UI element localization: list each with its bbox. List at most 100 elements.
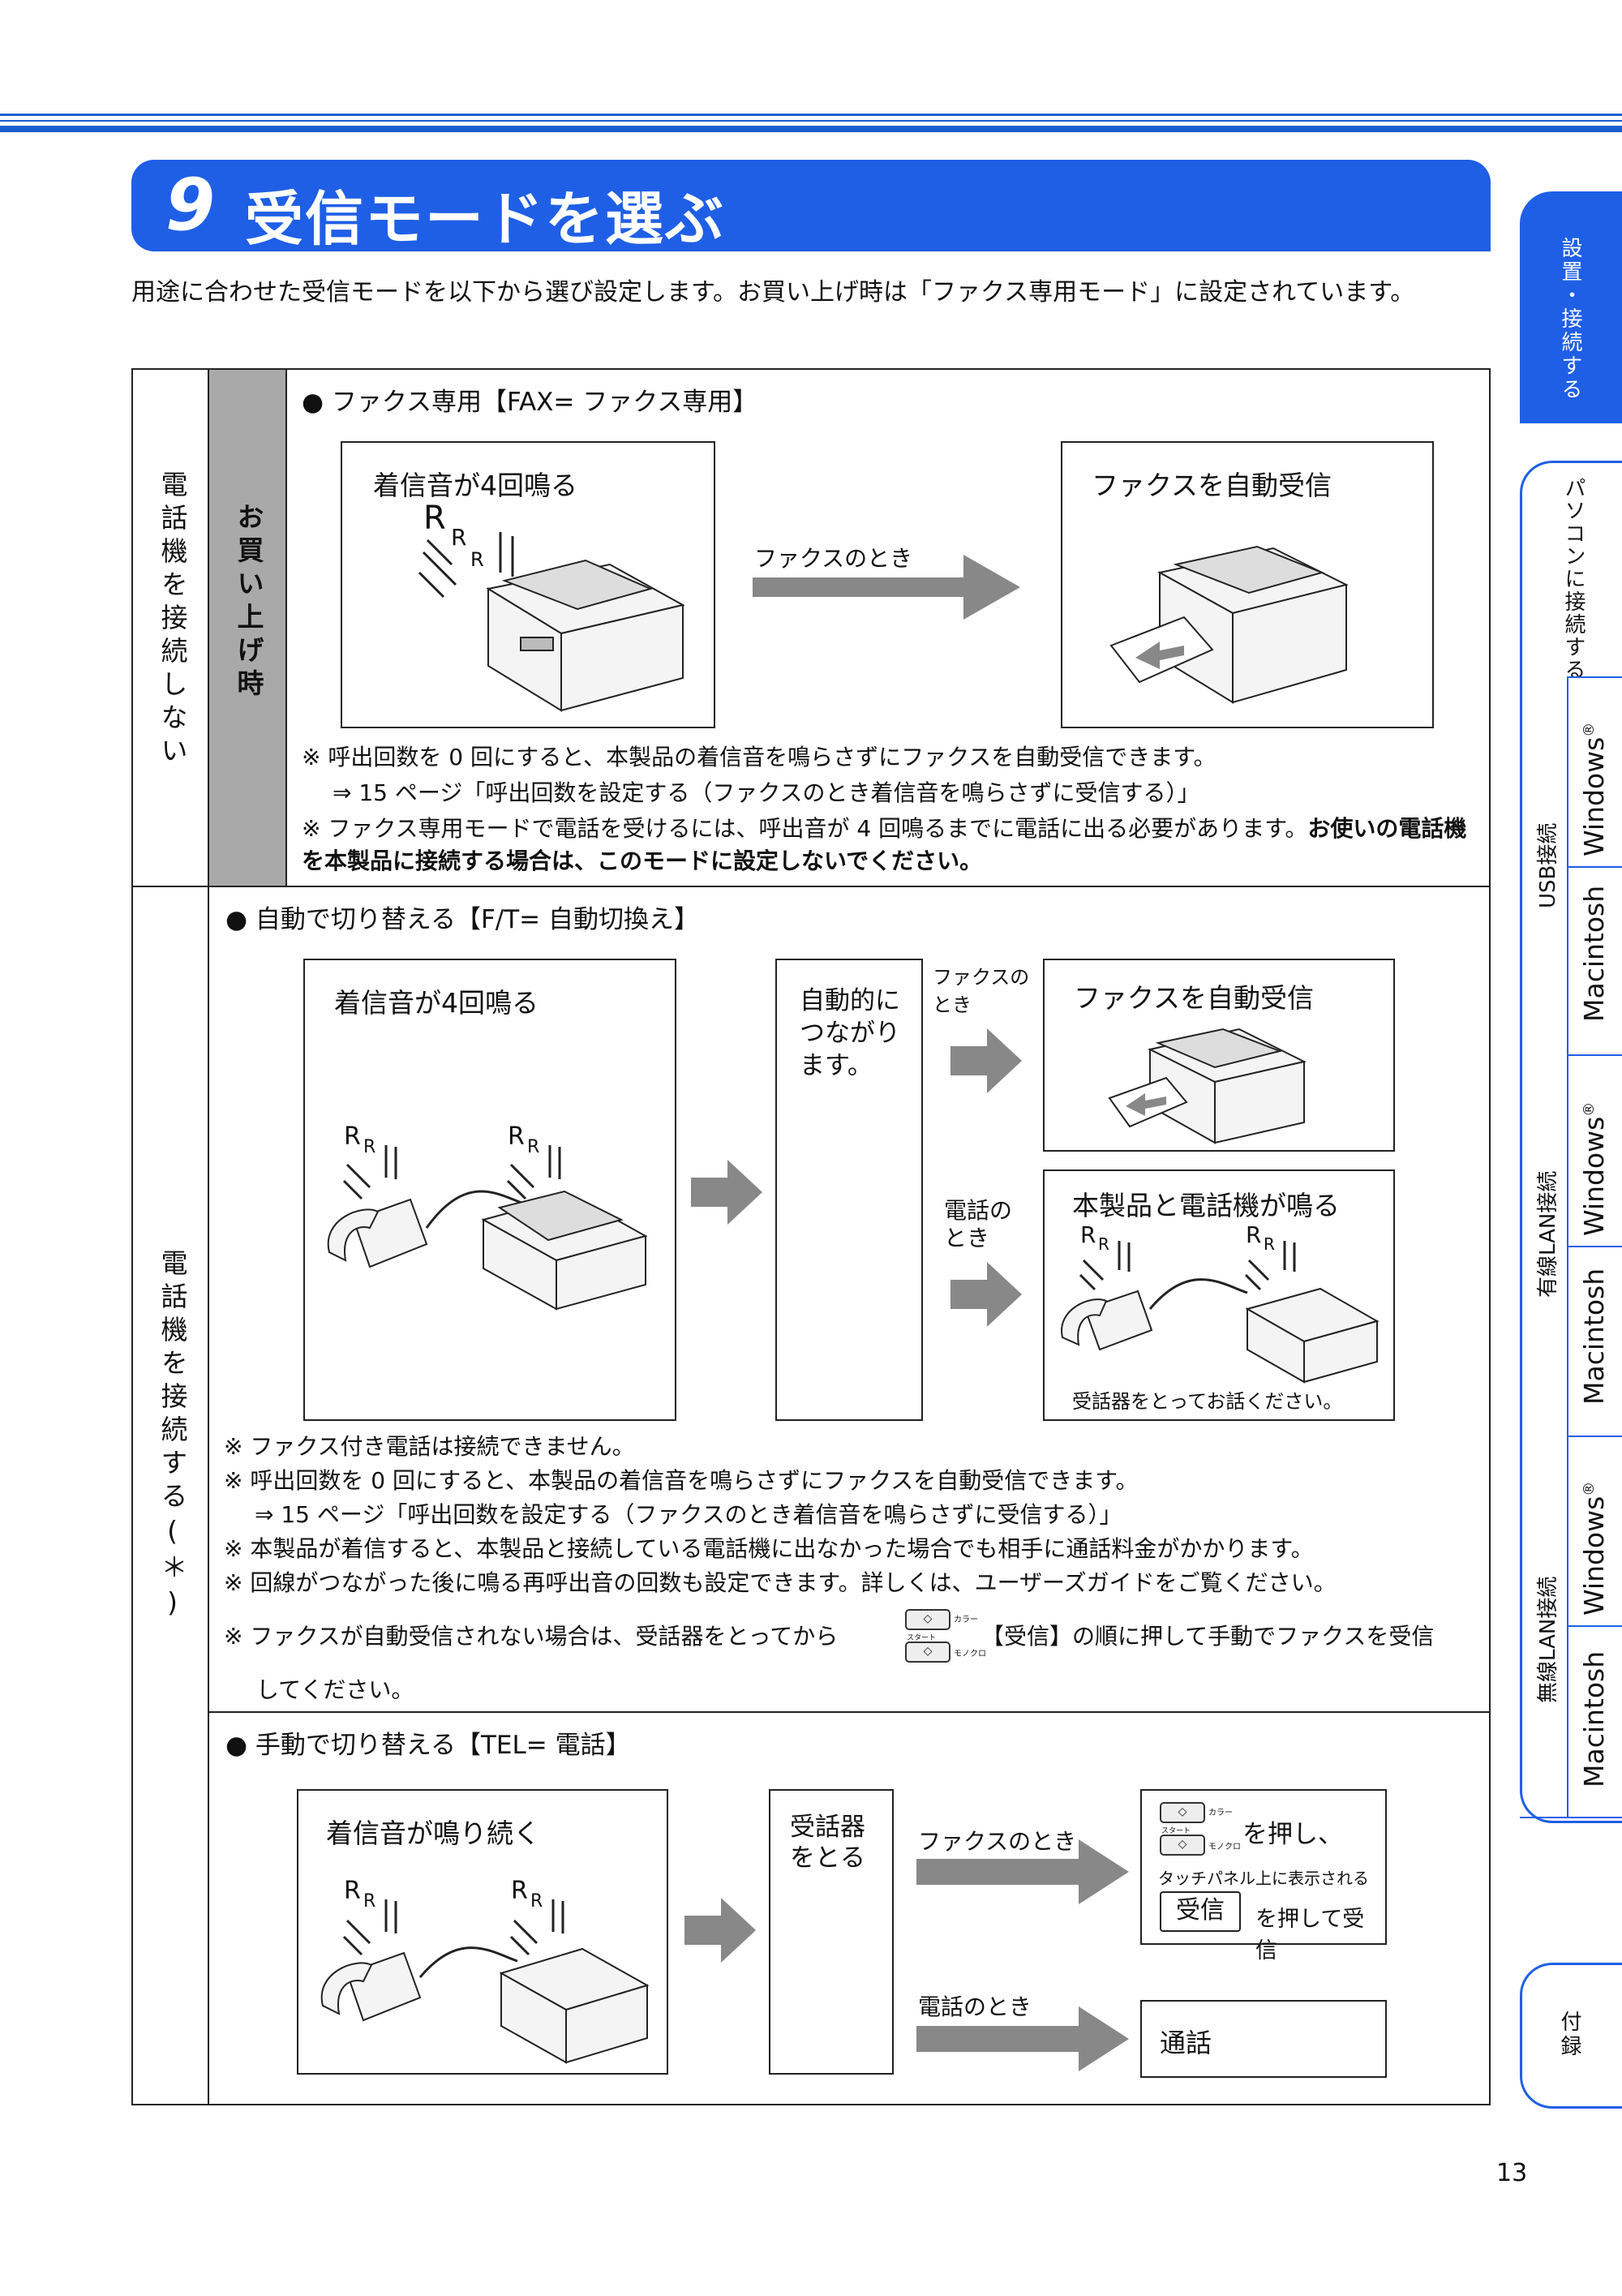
- tab-divider: [1567, 678, 1568, 1817]
- ring-label: 着信音が4回鳴る: [373, 470, 577, 501]
- manual-fax-box: ◇ スタート ◇ カラー モノクロ を押し、 タッチパネル上に表示される 受信 …: [1140, 1789, 1387, 1963]
- auto-link[interactable]: ⇒ 15 ページ「呼出回数を設定する（ファクスのとき着信音を鳴らさずに受信する）…: [255, 1501, 1122, 1528]
- ring-icon: R: [511, 1877, 528, 1905]
- auto-note: ※ 回線がつながった後に鳴る再呼出音の回数も設定できます。詳しくは、ユーザーズガ…: [224, 1569, 1337, 1596]
- tab-wireless-mac[interactable]: Macintosh: [1578, 1650, 1610, 1787]
- ring-icon: R: [527, 1137, 540, 1157]
- ring-icon: R: [451, 524, 467, 551]
- tab-appendix[interactable]: 付録: [1520, 1963, 1622, 2109]
- fax-machine-illustration: [1108, 1028, 1307, 1144]
- arrow-right-icon: [753, 555, 1020, 620]
- ring-icon: R: [1264, 1234, 1275, 1254]
- label-no-phone: 電話機を接続しない: [157, 470, 188, 770]
- ring-icon: R: [530, 1891, 543, 1912]
- when-phone-label: 電話のとき: [944, 1197, 1013, 1251]
- fax-only-heading: ● ファクス専用【FAX= ファクス専用】: [302, 388, 758, 417]
- ring-icon: R: [344, 1122, 361, 1151]
- ring-machine-illustration: [418, 532, 685, 712]
- start-key-label: カラー: [1208, 1809, 1233, 1817]
- touch-panel-label: タッチパネル上に表示される: [1158, 1869, 1369, 1888]
- tab-windows-label: Windows: [1578, 736, 1610, 856]
- registered-mark: ®: [1581, 1101, 1598, 1117]
- start-key-label: モノクロ: [954, 1650, 986, 1659]
- tab-usb-windows[interactable]: Windows®: [1578, 723, 1610, 856]
- auto-note: ※ 本製品が着信すると、本製品と接続している電話機に出なかった場合でも相手に通話…: [224, 1535, 1314, 1562]
- when-fax-label: ファクスのとき: [754, 545, 913, 572]
- auto-note: ※ ファクスが自動受信されない場合は、受話器をとってから: [224, 1623, 839, 1650]
- tab-wireless-lan[interactable]: 無線LAN接続: [1536, 1576, 1560, 1703]
- fax-only-result-box: ファクスを自動受信: [1061, 441, 1434, 728]
- auto-phone-result-box: 本製品と電話機が鳴る R R R R 受話器をとってお話ください。: [1043, 1169, 1395, 1421]
- ring-label: 着信音が4回鳴る: [334, 987, 539, 1019]
- ring-icon: R: [423, 500, 446, 537]
- tab-wireless-windows[interactable]: Windows®: [1578, 1482, 1610, 1616]
- when-fax-label: ファクスのとき: [918, 1828, 1077, 1855]
- section-number: 9: [165, 163, 216, 247]
- tab-windows-label: Windows: [1578, 1496, 1610, 1616]
- pickup-box: 受話器をとる: [769, 1789, 894, 2075]
- start-mono-key[interactable]: ◇: [1160, 1835, 1205, 1856]
- ring-icon: R: [344, 1877, 361, 1905]
- tab-divider: [1567, 1625, 1622, 1627]
- tab-divider: [1567, 676, 1622, 678]
- ring-icon: R: [470, 548, 484, 571]
- ring-icon: R: [1246, 1221, 1262, 1248]
- press-receive-label: を押して受信: [1255, 1907, 1365, 1963]
- ring-icon: R: [363, 1137, 376, 1157]
- manual-heading: ● 手動で切り替える【TEL= 電話】: [225, 1731, 631, 1760]
- tab-wired-windows[interactable]: Windows®: [1578, 1102, 1610, 1236]
- phone-and-machine-illustration: [327, 1145, 648, 1311]
- tab-usb[interactable]: USB接続: [1536, 822, 1560, 908]
- auto-switch-heading: ● 自動で切り替える【F/T= 自動切換え】: [225, 905, 700, 934]
- header-rule: [0, 126, 1622, 132]
- ring-icon: R: [1098, 1234, 1109, 1254]
- auto-fax-result-box: ファクスを自動受信: [1043, 959, 1395, 1152]
- auto-note: してください。: [256, 1676, 414, 1703]
- arrow-right-icon: [916, 1839, 1129, 1904]
- tab-pc-label[interactable]: パソコンに接続する: [1561, 477, 1586, 681]
- section-title-bar: 9 受信モードを選ぶ: [131, 160, 1491, 253]
- intro-text: 用途に合わせた受信モードを以下から選び設定します。お買い上げ時は「ファクス専用モ…: [131, 278, 1415, 307]
- start-key-label: スタート: [1161, 1827, 1191, 1835]
- table-divider: [131, 886, 1491, 887]
- auto-note: ※ ファクス付き電話は接続できません。: [224, 1433, 635, 1460]
- tab-setup[interactable]: 設置・接続する: [1520, 191, 1622, 423]
- both-ring-label: 本製品と電話機が鳴る: [1072, 1190, 1340, 1221]
- receive-button[interactable]: 受信: [1160, 1891, 1241, 1932]
- talk-label: 通話: [1160, 2028, 1212, 2058]
- tab-pc-connection: [1520, 461, 1622, 1823]
- start-color-key: ◇: [905, 1609, 950, 1630]
- table-divider: [208, 1711, 1491, 1713]
- fax-only-ring-box: 着信音が4回鳴る R R R: [341, 441, 715, 728]
- start-key-icon: ◇ スタート ◇ カラー モノクロ: [905, 1609, 986, 1667]
- start-color-key[interactable]: ◇: [1160, 1802, 1205, 1823]
- registered-mark: ®: [1581, 722, 1598, 737]
- ring-icon: R: [1080, 1221, 1096, 1248]
- start-key-label: スタート: [907, 1634, 937, 1642]
- table-divider: [285, 368, 287, 886]
- arrow-right-icon: [950, 1262, 1022, 1327]
- tab-windows-label: Windows: [1578, 1116, 1610, 1236]
- table-divider: [208, 368, 209, 2105]
- when-phone-label: 電話のとき: [918, 1993, 1032, 2020]
- ring-icon: R: [508, 1122, 525, 1151]
- arrow-right-icon: [950, 1028, 1022, 1093]
- start-key-label: モノクロ: [1208, 1843, 1241, 1852]
- tab-wired-lan[interactable]: 有線LAN接続: [1536, 1170, 1560, 1298]
- tab-usb-mac[interactable]: Macintosh: [1578, 885, 1610, 1022]
- header-rule: [0, 120, 1622, 122]
- tab-divider: [1520, 1817, 1622, 1818]
- tab-setup-label: 設置・接続する: [1558, 237, 1582, 401]
- phone-and-machine-illustration: [1061, 1241, 1380, 1384]
- mode-table: [131, 368, 1491, 2105]
- fax-machine-illustration: [1109, 545, 1349, 704]
- manual-phone-box: 通話: [1140, 2000, 1387, 2078]
- pickup-label: 受話器をとる: [790, 1813, 865, 1873]
- auto-connect-box: 自動的につながります。: [775, 959, 923, 1421]
- tab-wired-mac[interactable]: Macintosh: [1578, 1268, 1610, 1405]
- default-column: [209, 370, 285, 886]
- manual-ring-box: 着信音が鳴り続く R R R R: [297, 1789, 668, 2075]
- arrow-right-icon: [684, 1898, 756, 1963]
- tab-divider: [1567, 1054, 1622, 1056]
- fax-only-link[interactable]: ⇒ 15 ページ「呼出回数を設定する（ファクスのとき着信音を鳴らさずに受信する）…: [333, 779, 1200, 806]
